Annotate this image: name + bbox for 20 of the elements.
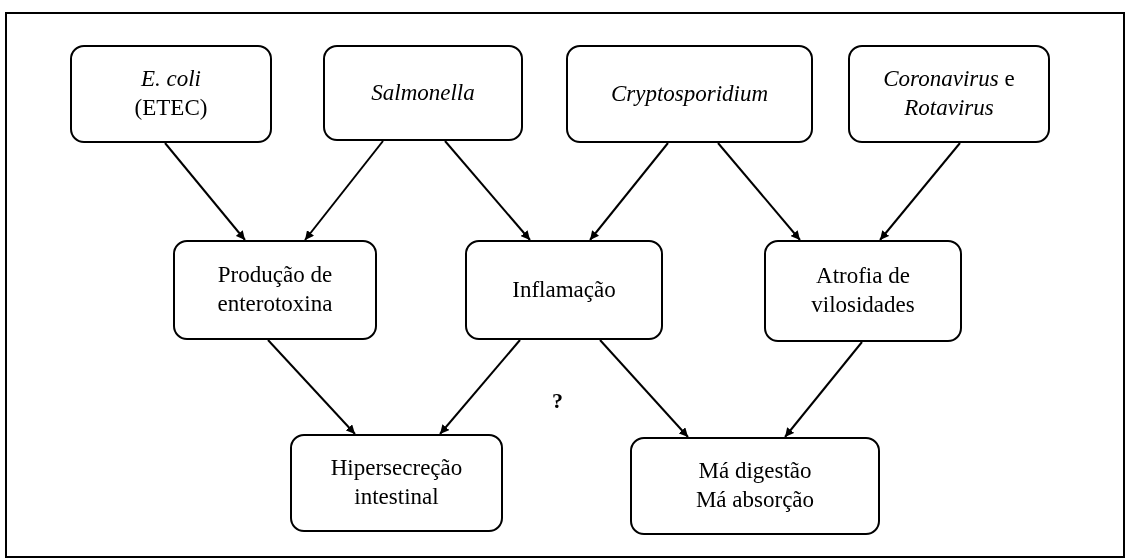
process-box: Hipersecreção intestinal: [290, 434, 503, 532]
process-box: Atrofia de vilosidades: [764, 240, 962, 342]
arrow: [304, 140, 384, 241]
process-box: Inflamação: [465, 240, 663, 340]
arrow: [439, 339, 521, 435]
arrow: [164, 142, 246, 241]
arrow: [444, 140, 531, 241]
arrow: [589, 142, 669, 241]
process-box: Cryptosporidium: [566, 45, 813, 143]
arrow: [717, 142, 801, 241]
question-mark-note: ?: [552, 388, 563, 414]
process-box: Coronavirus e Rotavirus: [848, 45, 1050, 143]
process-box: Má digestão Má absorção: [630, 437, 880, 535]
process-box: E. coli (ETEC): [70, 45, 272, 143]
arrow: [784, 341, 863, 438]
process-box: Salmonella: [323, 45, 523, 141]
arrow: [599, 339, 689, 438]
arrow: [267, 339, 356, 435]
process-box: Produção de enterotoxina: [173, 240, 377, 340]
arrow: [879, 142, 961, 241]
